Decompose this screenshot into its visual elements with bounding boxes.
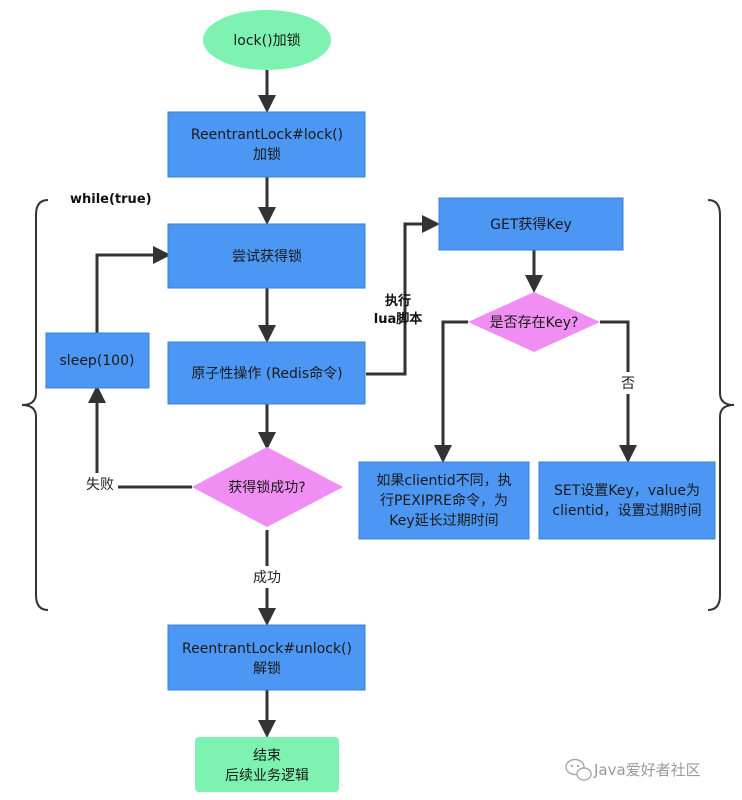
watermark-text: Java爱好者社区 (593, 761, 701, 779)
edge-sleep-to-try (95, 246, 171, 333)
get-key-node (438, 197, 624, 251)
edge-atomic-to-getkey (366, 215, 440, 376)
extend-expire-line1: 如果clientid不同，执 (376, 473, 511, 489)
extend-expire-node (358, 461, 530, 540)
success-label-bg (247, 566, 287, 588)
success-label: 成功 (253, 570, 281, 586)
reentrantlock-lock-sublabel: 加锁 (253, 147, 281, 163)
edge-key-exists (434, 320, 468, 463)
reentrantlock-lock-node (167, 111, 366, 178)
get-key-label: GET获得Key (490, 216, 572, 233)
reentrantlock-lock-label: ReentrantLock#lock() (191, 127, 343, 143)
set-key-node (538, 461, 716, 540)
sleep-label: sleep(100) (60, 353, 135, 369)
loop-label: while(true) (70, 192, 152, 207)
exec-lua-label-line2: lua脚本 (374, 311, 422, 327)
end-label: 结束 (253, 748, 281, 764)
left-brace (21, 199, 49, 611)
reentrantlock-unlock-sublabel: 解锁 (253, 661, 281, 677)
set-key-line1: SET设置Key，value为 (554, 483, 700, 499)
no-label-bg (616, 372, 640, 394)
try-lock-label: 尝试获得锁 (232, 248, 302, 265)
atomic-op-node (167, 341, 366, 405)
end-sublabel: 后续业务逻辑 (225, 767, 309, 784)
extend-expire-line2: 行PEXIPRE命令，为 (380, 492, 508, 509)
extend-expire-line3: Key延长过期时间 (389, 513, 498, 529)
reentrantlock-unlock-node (167, 624, 366, 691)
atomic-op-label: 原子性操作 (Redis命令) (191, 365, 342, 382)
wechat-icon (565, 758, 592, 781)
start-node (203, 10, 331, 70)
set-key-line2: clientid，设置过期时间 (552, 503, 701, 519)
decision-lock-success-label: 获得锁成功? (228, 479, 305, 496)
decision-key-exists (468, 292, 600, 352)
exec-lua-label-line1: 执行 (385, 293, 411, 309)
right-brace (707, 199, 735, 611)
edge-key-not-exists (600, 320, 637, 463)
decision-key-exists-label: 是否存在Key? (490, 315, 579, 331)
sleep-node (45, 332, 150, 389)
start-label: lock()加锁 (233, 33, 300, 49)
no-label: 否 (621, 376, 635, 392)
fail-label-bg (82, 473, 118, 495)
end-node (195, 737, 339, 792)
fail-label: 失败 (86, 477, 114, 493)
reentrantlock-unlock-label: ReentrantLock#unlock() (182, 641, 352, 657)
try-lock-node (167, 223, 366, 289)
decision-lock-success (192, 447, 343, 527)
